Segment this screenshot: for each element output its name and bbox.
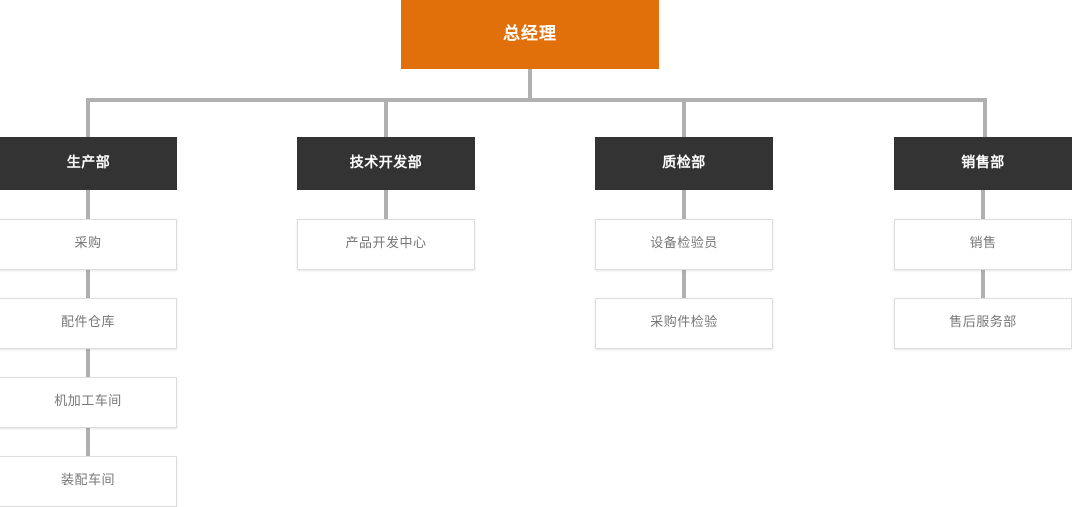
connector-branch1-child1: [86, 190, 90, 219]
connector-bus-to-branch-1: [86, 98, 90, 137]
node-department-production[interactable]: 生产部: [0, 137, 177, 190]
connector-bus-to-branch-3: [682, 98, 686, 137]
node-department-technical-development[interactable]: 技术开发部: [297, 137, 475, 190]
connector-bus-to-branch-2: [384, 98, 388, 137]
connector-horizontal-bus: [86, 98, 987, 102]
connector-branch3-child2: [682, 270, 686, 298]
node-unit-assembly-workshop[interactable]: 装配车间: [0, 456, 177, 507]
node-unit-parts-warehouse[interactable]: 配件仓库: [0, 298, 177, 349]
connector-root-drop: [528, 69, 532, 102]
node-unit-equipment-inspector[interactable]: 设备检验员: [595, 219, 773, 270]
node-department-sales[interactable]: 销售部: [894, 137, 1072, 190]
connector-branch1-child3: [86, 349, 90, 377]
node-unit-procurement[interactable]: 采购: [0, 219, 177, 270]
connector-bus-to-branch-4: [983, 98, 987, 137]
connector-branch3-child1: [682, 190, 686, 219]
node-unit-machining-workshop[interactable]: 机加工车间: [0, 377, 177, 428]
node-unit-product-development-center[interactable]: 产品开发中心: [297, 219, 475, 270]
node-unit-after-sales-service[interactable]: 售后服务部: [894, 298, 1072, 349]
node-unit-purchased-parts-inspection[interactable]: 采购件检验: [595, 298, 773, 349]
connector-branch2-child1: [384, 190, 388, 219]
connector-branch1-child4: [86, 428, 90, 456]
connector-branch4-child1: [981, 190, 985, 219]
connector-branch1-child2: [86, 270, 90, 298]
connector-branch4-child2: [981, 270, 985, 298]
node-unit-sales[interactable]: 销售: [894, 219, 1072, 270]
node-root-general-manager[interactable]: 总经理: [401, 0, 659, 69]
node-department-quality-inspection[interactable]: 质检部: [595, 137, 773, 190]
